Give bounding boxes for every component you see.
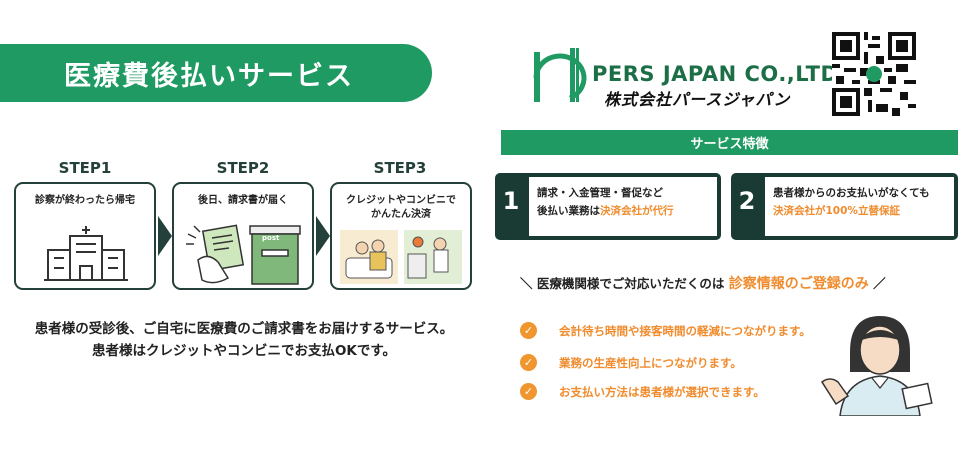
company-logo-icon	[533, 48, 587, 102]
benefit-item: ✓ 業務の生産性向上につながります。	[520, 354, 742, 371]
step-arrow-icon	[158, 216, 172, 256]
tagline: ＼ 医療機関様でご対応いただくのは 診察情報のご登録のみ ／	[520, 276, 886, 292]
postbox-label: post	[262, 234, 280, 242]
feature-number: 1	[502, 187, 520, 215]
check-icon: ✓	[520, 383, 537, 400]
feature-text: 患者様からのお支払いがなくても 決済会社が100%立替保証	[765, 177, 954, 236]
feature-card-2: 2 患者様からのお支払いがなくても 決済会社が100%立替保証	[731, 173, 958, 240]
check-icon: ✓	[520, 354, 537, 371]
service-description: 患者様の受診後、ご自宅に医療費のご請求書をお届けするサービス。 患者様はクレジッ…	[34, 321, 454, 359]
benefit-item: ✓ 会計待ち時間や接客時間の軽減につながります。	[520, 322, 811, 339]
step1-text: 診察が終わったら帰宅	[35, 195, 135, 206]
benefit-item: ✓ お支払い方法は患者様が選択できます。	[520, 383, 765, 400]
feature-card-1: 1 請求・入金管理・督促など 後払い業務は決済会社が代行	[495, 173, 721, 240]
page-title: 医療費後払いサービス	[64, 60, 354, 92]
step2-text: 後日、請求書が届く	[198, 195, 288, 206]
step1-card: 診察が終わったら帰宅	[14, 182, 156, 290]
step1-label: STEP1	[58, 159, 112, 177]
check-icon: ✓	[520, 322, 537, 339]
hospital-icon	[44, 226, 128, 281]
feature-number: 2	[738, 187, 756, 215]
step-arrow-icon	[316, 216, 330, 256]
company-name-en: PERS JAPAN CO.,LTD.	[592, 62, 847, 86]
step3-text: クレジットやコンビニで かんたん決済	[346, 195, 456, 220]
company-name-jp: 株式会社パースジャパン	[604, 90, 791, 109]
feature-text: 請求・入金管理・督促など 後払い業務は決済会社が代行	[529, 177, 717, 236]
payment-scenes-icon	[340, 230, 462, 284]
invoice-hand-icon	[186, 224, 301, 285]
staff-person-icon	[820, 316, 933, 416]
step3-label: STEP3	[373, 159, 427, 177]
step2-label: STEP2	[216, 159, 270, 177]
title-banner: 医療費後払いサービス	[0, 44, 432, 102]
feature-heading: サービス特徴	[501, 130, 958, 155]
step2-card: 後日、請求書が届く post	[172, 182, 314, 290]
qr-code-icon[interactable]	[832, 32, 916, 116]
step3-card: クレジットやコンビニで かんたん決済	[330, 182, 472, 290]
